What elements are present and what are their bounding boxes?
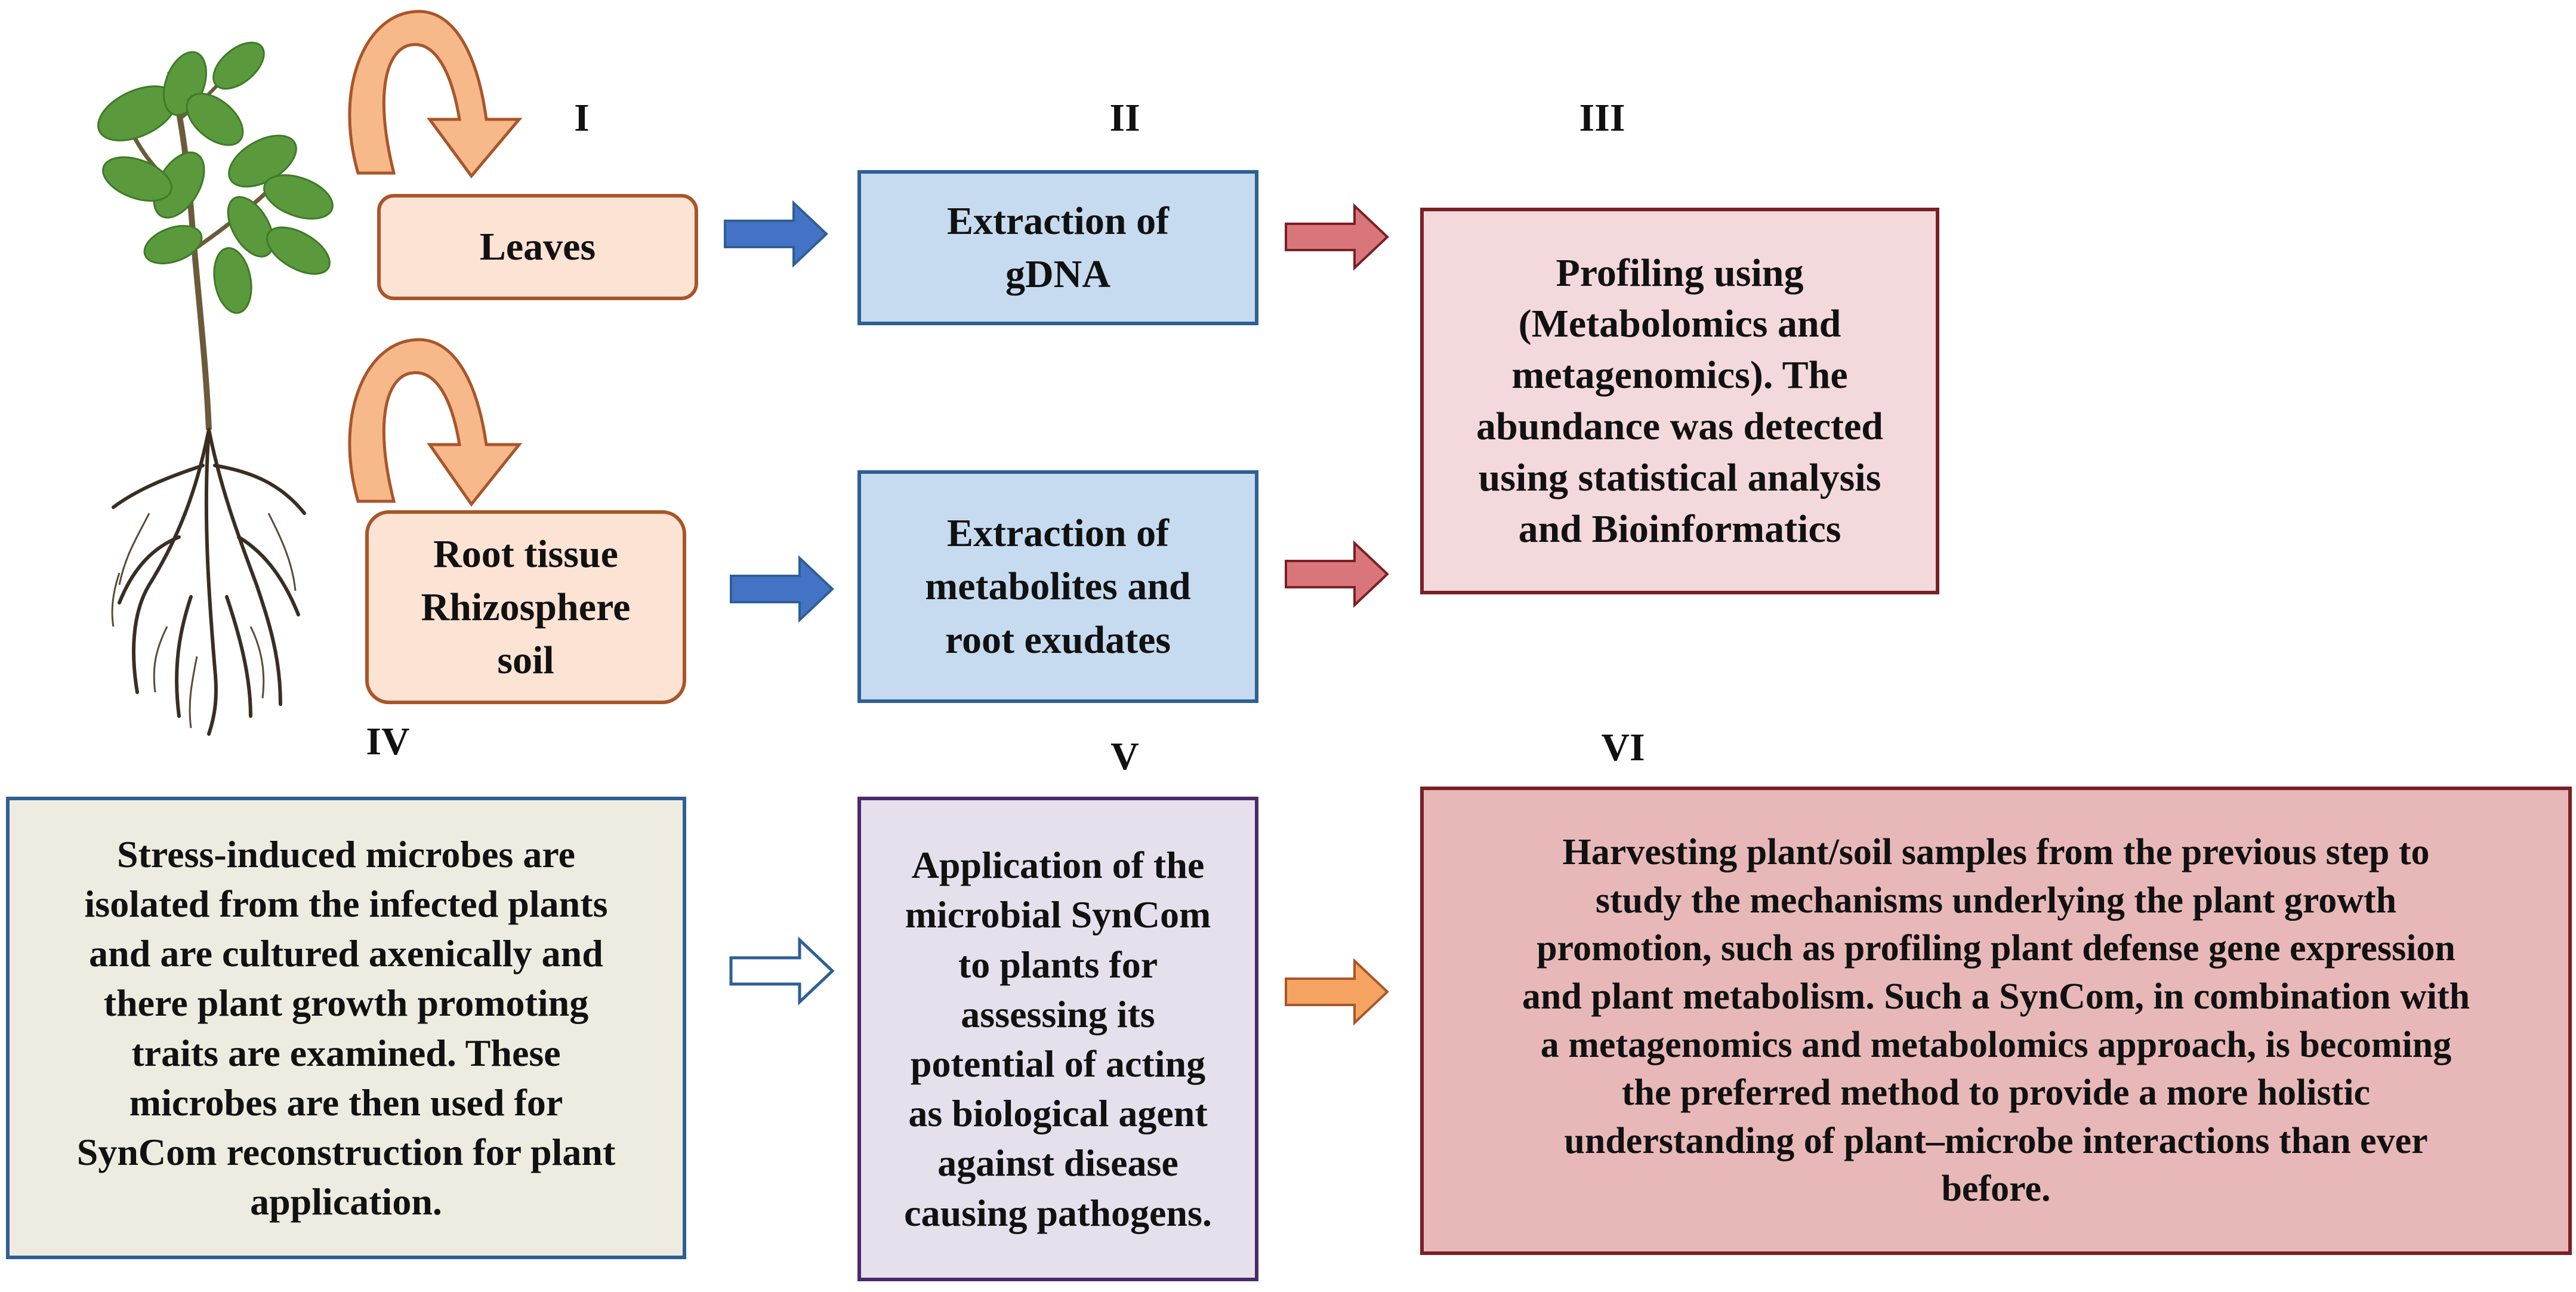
step-label-vi: VI bbox=[1601, 726, 1645, 769]
plant-illustration bbox=[97, 41, 334, 736]
profiling-box: Profiling using (Metabolomics and metage… bbox=[1420, 208, 1939, 594]
extraction-metabolites-box: Extraction of metabolites and root exuda… bbox=[857, 470, 1258, 703]
application-box: Application of the microbial SynCom to p… bbox=[857, 797, 1258, 1281]
step-label-v: V bbox=[1110, 735, 1139, 778]
leaves-box: Leaves bbox=[377, 194, 698, 300]
step-label-i: I bbox=[574, 96, 590, 140]
harvesting-box: Harvesting plant/soil samples from the p… bbox=[1420, 787, 2572, 1255]
curved-arrow-icon bbox=[348, 338, 523, 507]
step-label-iii: III bbox=[1579, 96, 1625, 140]
step-label-ii: II bbox=[1109, 96, 1140, 140]
extraction-gdna-box: Extraction of gDNA bbox=[857, 170, 1258, 325]
root-tissue-box: Root tissue Rhizosphere soil bbox=[365, 510, 686, 704]
curved-arrow-icon bbox=[348, 10, 523, 179]
stress-microbes-box: Stress-induced microbes are isolated fro… bbox=[6, 797, 686, 1259]
right-arrow-icon bbox=[724, 200, 1389, 1026]
step-label-iv: IV bbox=[366, 720, 410, 763]
